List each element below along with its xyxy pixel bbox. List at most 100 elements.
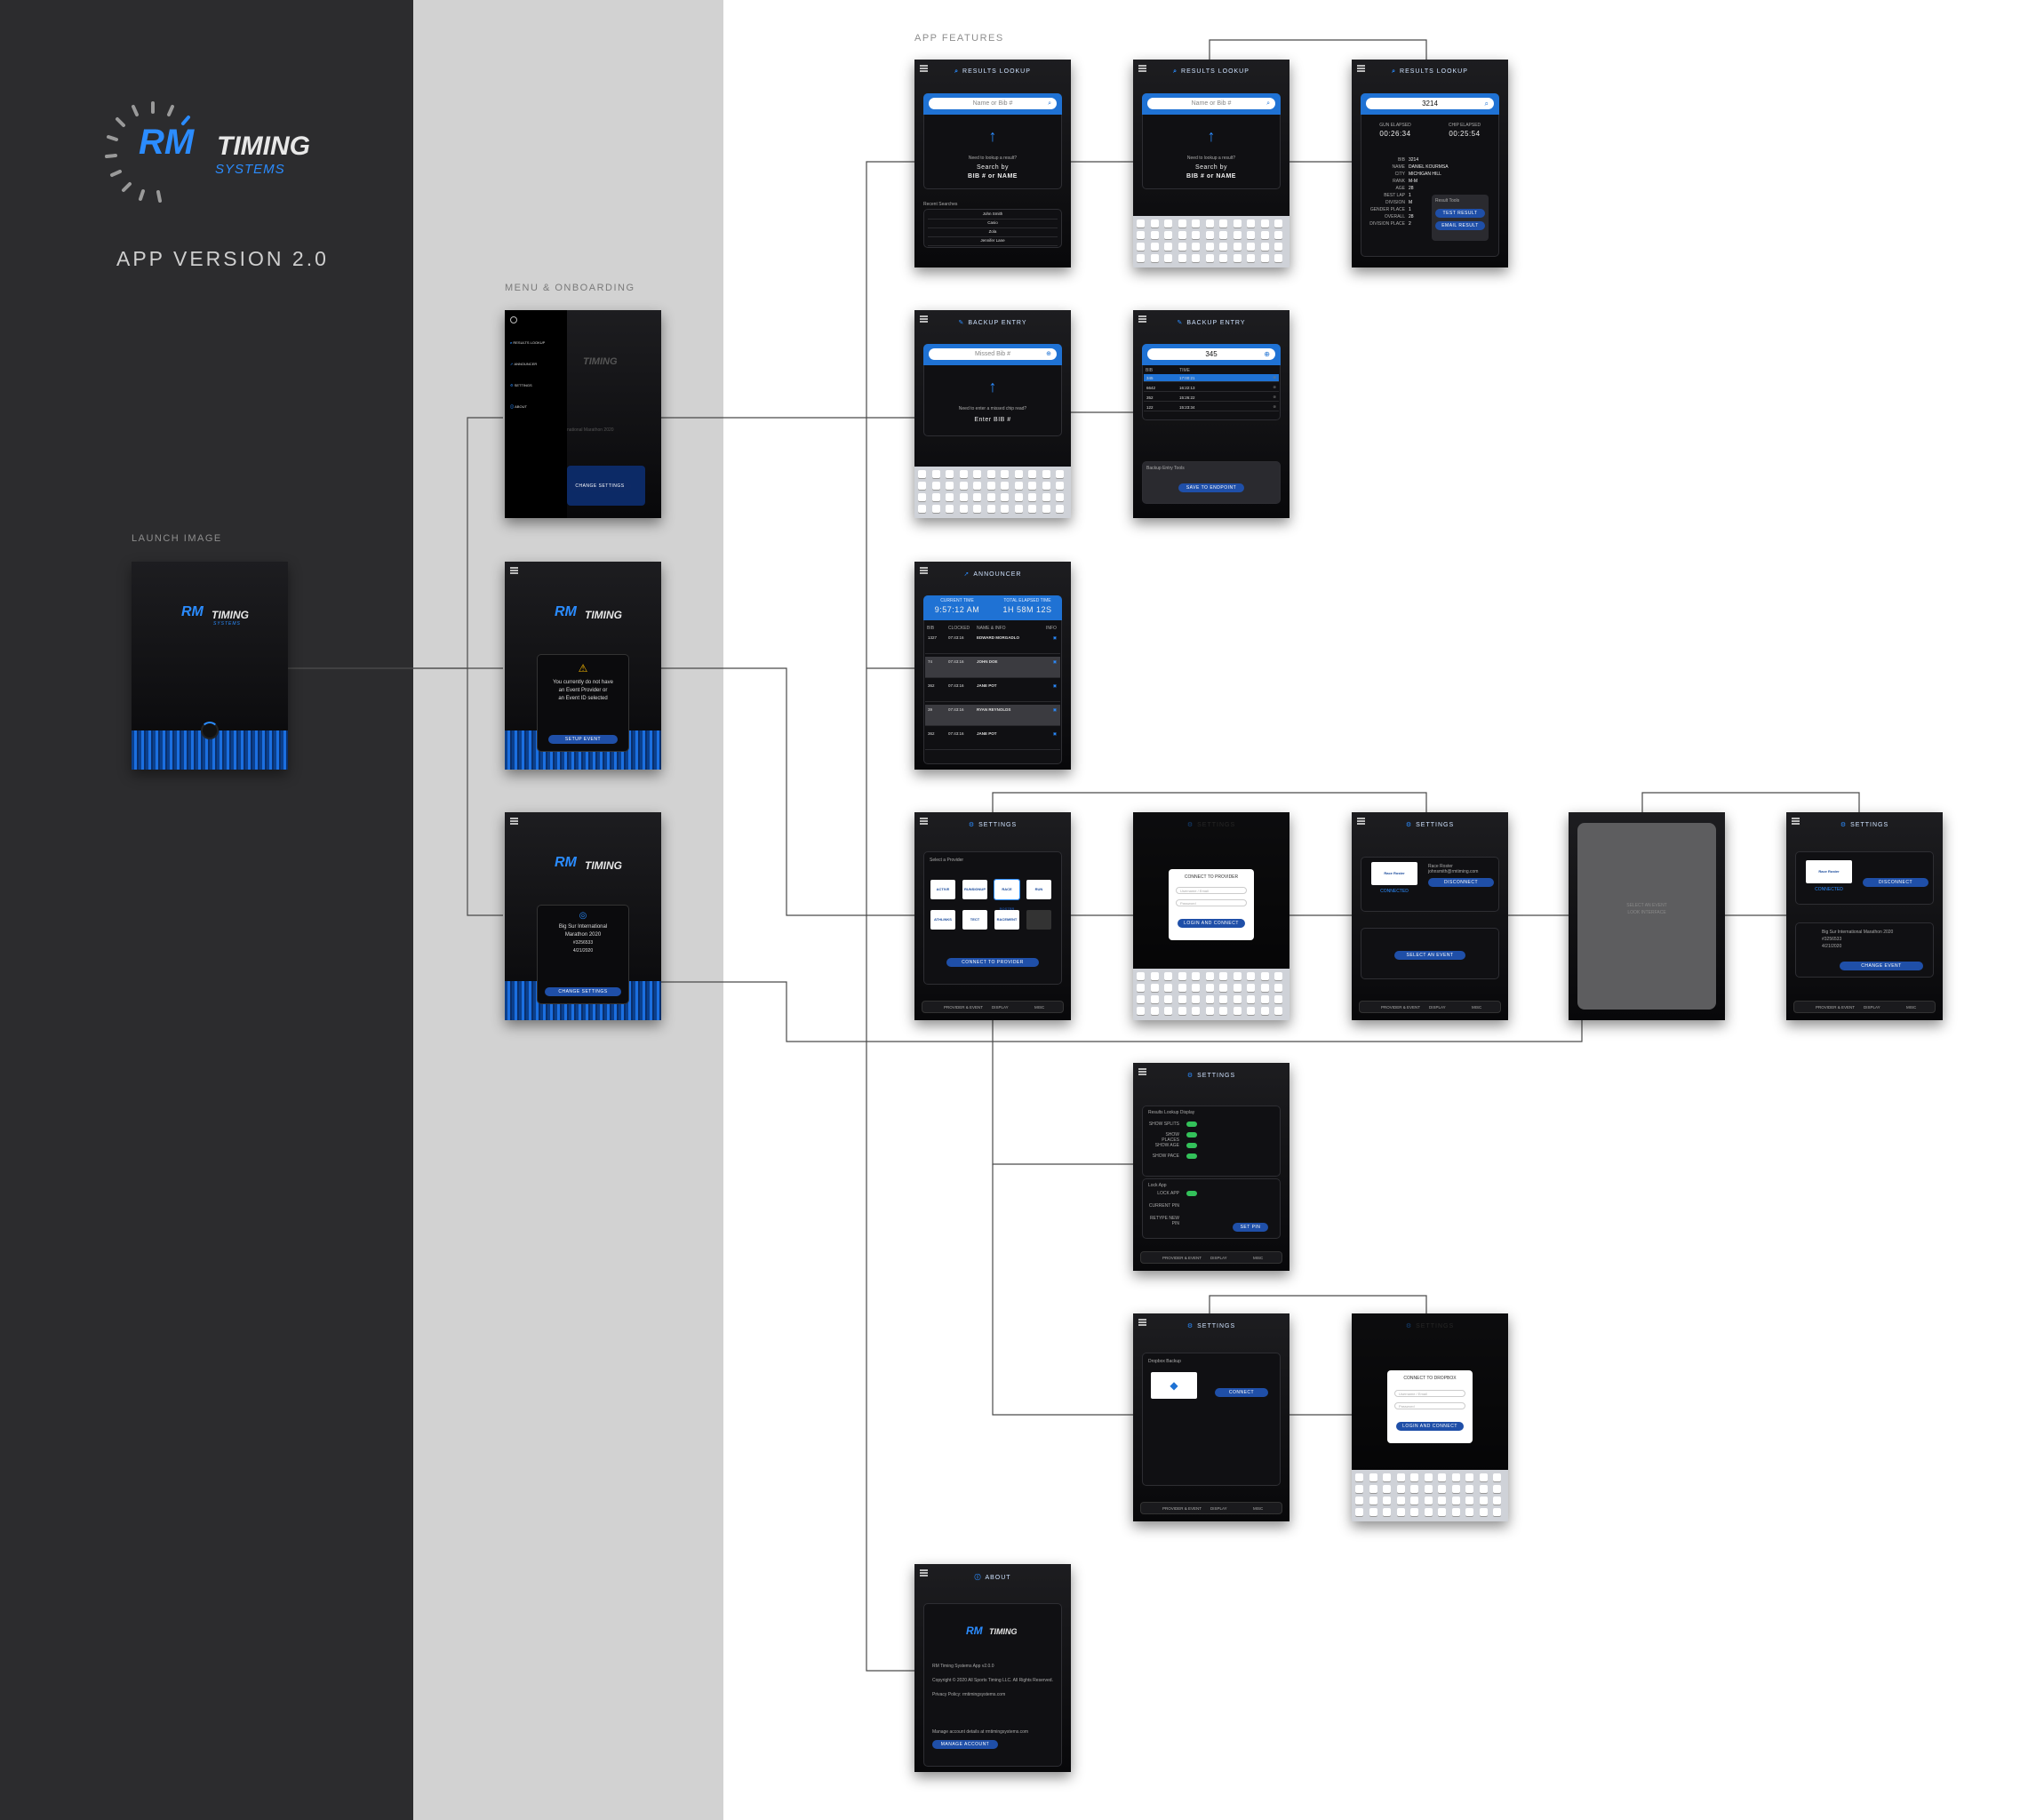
on-screen-keyboard[interactable]: [914, 467, 1071, 518]
key[interactable]: [1247, 220, 1255, 228]
menu-icon[interactable]: [920, 65, 928, 72]
key[interactable]: [1451, 1473, 1460, 1481]
tab-provider[interactable]: PROVIDER & EVENT: [944, 1005, 984, 1010]
key[interactable]: [1150, 995, 1159, 1003]
on-screen-keyboard[interactable]: [1352, 1470, 1508, 1521]
search-input[interactable]: Name or Bib #⌕: [929, 98, 1057, 109]
provider-tile[interactable]: RUN: [1026, 880, 1051, 899]
key[interactable]: [1247, 984, 1255, 992]
key[interactable]: [1205, 995, 1214, 1003]
key[interactable]: [1014, 482, 1023, 490]
menu-item-announcer[interactable]: ➚ ANNOUNCER: [510, 362, 538, 366]
key[interactable]: [1014, 493, 1023, 501]
key[interactable]: [1205, 984, 1214, 992]
provider-tile[interactable]: ACTIVE: [930, 880, 955, 899]
provider-tile[interactable]: TECT: [962, 910, 987, 930]
key[interactable]: [1219, 995, 1227, 1003]
save-endpoint-button[interactable]: SAVE TO ENDPOINT: [1178, 483, 1244, 492]
key[interactable]: [1233, 972, 1242, 980]
event-picker-overlay[interactable]: SELECT AN EVENT LOOK INTERFACE: [1577, 823, 1716, 1010]
tab-display[interactable]: DISPLAY: [1429, 1005, 1446, 1010]
key[interactable]: [1260, 1007, 1269, 1015]
key[interactable]: [1465, 1473, 1473, 1481]
bib-input[interactable]: 345⊕: [1147, 348, 1275, 360]
key[interactable]: [1424, 1508, 1433, 1516]
key[interactable]: [931, 505, 940, 513]
tab-provider[interactable]: PROVIDER & EVENT: [1162, 1256, 1202, 1260]
tab-display[interactable]: DISPLAY: [1210, 1506, 1227, 1511]
key[interactable]: [959, 505, 968, 513]
key[interactable]: [1493, 1497, 1501, 1505]
key[interactable]: [1192, 220, 1200, 228]
key[interactable]: [1274, 254, 1282, 262]
key[interactable]: [1383, 1497, 1391, 1505]
key[interactable]: [973, 482, 981, 490]
delete-icon[interactable]: ⊗: [1273, 404, 1276, 409]
key[interactable]: [931, 493, 940, 501]
key[interactable]: [1410, 1508, 1418, 1516]
tab-provider[interactable]: PROVIDER & EVENT: [1381, 1005, 1421, 1010]
on-screen-keyboard[interactable]: [1133, 216, 1289, 267]
key[interactable]: [1219, 243, 1227, 251]
key[interactable]: [1233, 1007, 1242, 1015]
key[interactable]: [1274, 231, 1282, 239]
key[interactable]: [1178, 972, 1186, 980]
menu-icon[interactable]: [920, 818, 928, 825]
menu-icon[interactable]: [1138, 1068, 1146, 1075]
key[interactable]: [1396, 1485, 1405, 1493]
key[interactable]: [1424, 1485, 1433, 1493]
key[interactable]: [1205, 254, 1214, 262]
lock-toggle[interactable]: [1186, 1191, 1197, 1196]
key[interactable]: [1274, 1007, 1282, 1015]
menu-icon[interactable]: [1792, 818, 1800, 825]
dropbox-password-input[interactable]: Password: [1394, 1402, 1465, 1409]
key[interactable]: [1178, 243, 1186, 251]
menu-icon[interactable]: [1138, 65, 1146, 72]
key[interactable]: [1410, 1473, 1418, 1481]
key[interactable]: [1192, 243, 1200, 251]
setup-event-button[interactable]: SETUP EVENT: [548, 735, 618, 744]
key[interactable]: [1438, 1497, 1446, 1505]
key[interactable]: [1233, 220, 1242, 228]
key[interactable]: [1164, 220, 1172, 228]
key[interactable]: [986, 482, 995, 490]
set-pin-button[interactable]: SET PIN: [1233, 1223, 1268, 1232]
key[interactable]: [1479, 1497, 1488, 1505]
key[interactable]: [1164, 984, 1172, 992]
key[interactable]: [1192, 254, 1200, 262]
tab-display[interactable]: DISPLAY: [1210, 1256, 1227, 1260]
key[interactable]: [1369, 1497, 1377, 1505]
key[interactable]: [1137, 972, 1145, 980]
key[interactable]: [1205, 1007, 1214, 1015]
toggle-switch[interactable]: [1186, 1153, 1197, 1159]
key[interactable]: [1042, 470, 1050, 478]
delete-icon[interactable]: ⊗: [1273, 395, 1276, 399]
key[interactable]: [1396, 1508, 1405, 1516]
toggle-switch[interactable]: [1186, 1122, 1197, 1127]
password-input[interactable]: Password: [1176, 899, 1247, 906]
recent-item[interactable]: John Smith: [928, 212, 1058, 220]
key[interactable]: [1164, 243, 1172, 251]
key[interactable]: [1219, 984, 1227, 992]
key[interactable]: [1410, 1497, 1418, 1505]
key[interactable]: [1219, 972, 1227, 980]
provider-tile[interactable]: RUNSIGNUP: [962, 880, 987, 899]
key[interactable]: [1260, 254, 1269, 262]
key[interactable]: [1493, 1508, 1501, 1516]
key[interactable]: [1178, 995, 1186, 1003]
menu-icon[interactable]: [1138, 1319, 1146, 1326]
key[interactable]: [1164, 995, 1172, 1003]
key[interactable]: [1178, 254, 1186, 262]
key[interactable]: [918, 505, 926, 513]
key[interactable]: [946, 505, 954, 513]
key[interactable]: [1233, 254, 1242, 262]
change-event-button[interactable]: CHANGE EVENT: [1840, 962, 1923, 970]
tab-misc[interactable]: MISC: [1034, 1005, 1045, 1010]
recent-item[interactable]: Casio: [928, 220, 1058, 228]
key[interactable]: [1137, 995, 1145, 1003]
menu-icon[interactable]: [510, 818, 518, 825]
key[interactable]: [1001, 493, 1009, 501]
key[interactable]: [1205, 220, 1214, 228]
